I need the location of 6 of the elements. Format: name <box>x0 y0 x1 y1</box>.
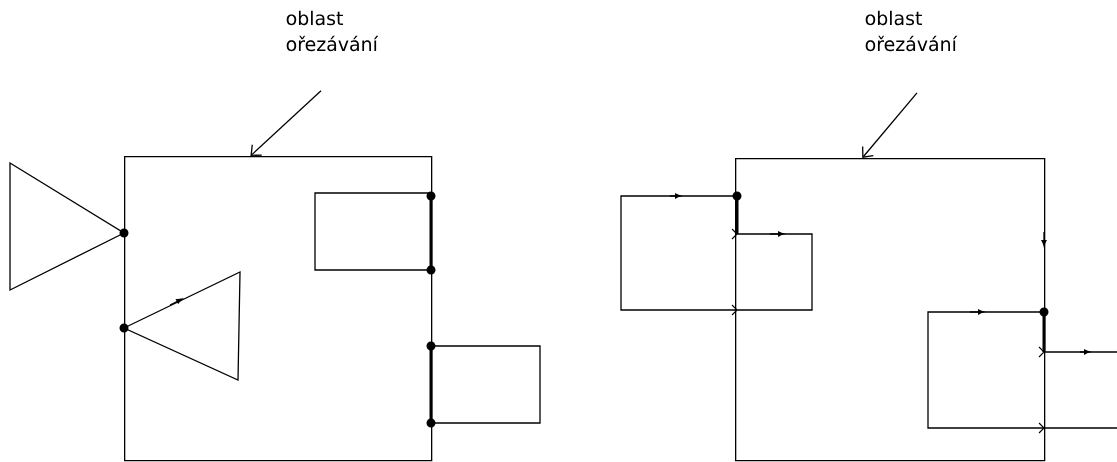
callout-text: oblast ořezávání <box>865 10 958 52</box>
clipping-area-box <box>735 158 1046 462</box>
callout-text: oblast ořezávání <box>286 10 379 52</box>
leader-line <box>862 92 918 158</box>
leader-line <box>250 90 322 156</box>
clipping-area-box <box>124 156 433 462</box>
